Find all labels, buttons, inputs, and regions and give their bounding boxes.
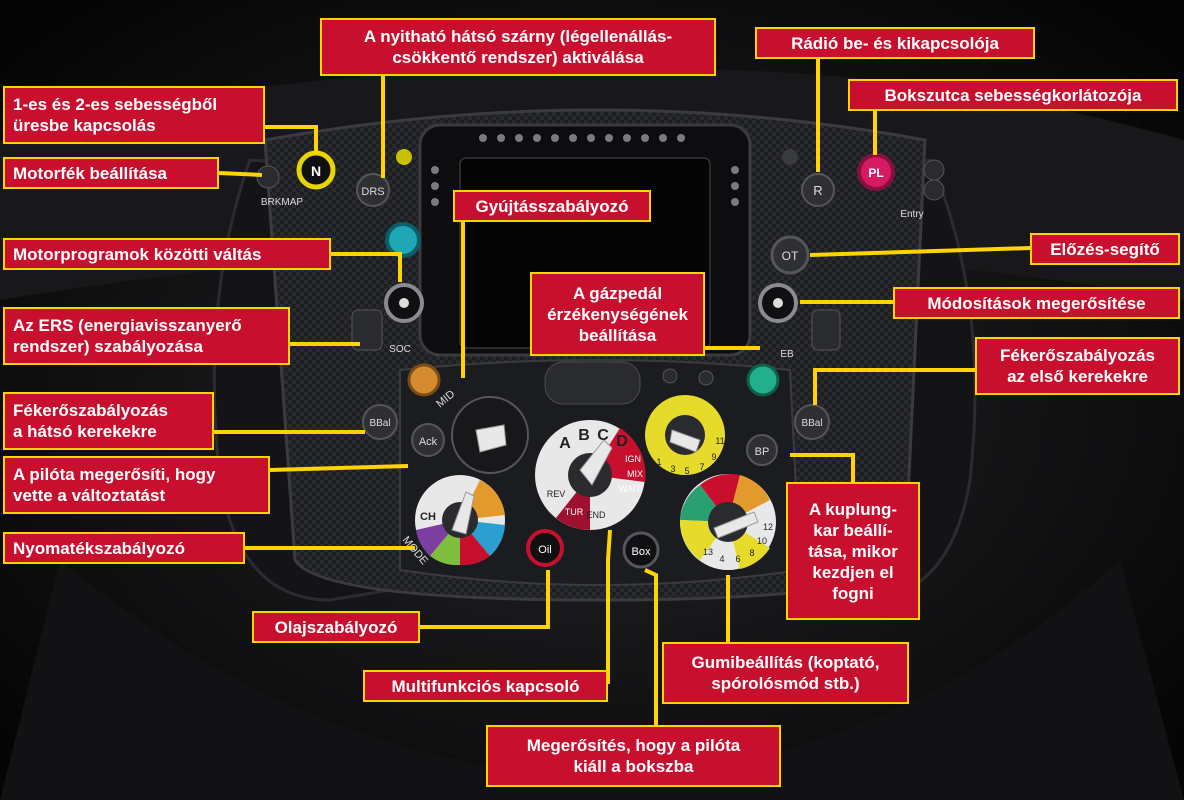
orange-button[interactable] [407,363,441,397]
small-button-2[interactable] [698,370,714,386]
n-button[interactable]: N [296,150,336,190]
svg-text:9: 9 [711,452,716,462]
label-box-confirm: Megerősítés, hogy a pilóta kiáll a boksz… [486,725,781,787]
pl-button[interactable]: PL [857,153,895,191]
soc-rotary[interactable]: SOC [351,309,411,355]
eb-rotary[interactable]: EB [780,309,841,360]
clutch-dial[interactable]: 13 4 6 8 10 12 [679,474,776,570]
svg-text:MIX: MIX [627,469,643,479]
svg-text:11: 11 [715,436,724,446]
confirm-changes-button[interactable] [758,283,798,323]
oil-button[interactable]: Oil [526,529,564,567]
svg-text:B: B [578,427,590,444]
svg-text:3: 3 [670,464,675,474]
svg-text:A: A [559,435,571,452]
svg-text:13: 13 [703,547,713,557]
svg-text:8: 8 [749,548,754,558]
label-throttle: A gázpedál érzékenységének beállítása [530,272,705,356]
svg-text:10: 10 [757,536,767,546]
svg-text:BRKMAP: BRKMAP [261,197,304,208]
label-radio: Rádió be- és kikapcsolója [755,27,1035,59]
center-paddle [544,361,641,405]
torque-dial[interactable]: CH [415,475,505,566]
svg-text:PL: PL [868,166,883,180]
svg-text:SOC: SOC [389,344,411,355]
svg-text:CH: CH [420,511,436,523]
green-button[interactable] [746,363,780,397]
label-neutral: 1-es és 2-es sebességből üresbe kapcsolá… [3,86,265,144]
svg-text:BBal: BBal [801,418,822,429]
svg-text:BBal: BBal [369,418,390,429]
svg-text:DRS: DRS [361,186,384,198]
svg-text:IGN: IGN [625,454,641,464]
label-torque: Nyomatékszabályozó [3,532,245,564]
bp-button[interactable]: BP [746,434,778,466]
small-indicator [782,149,798,165]
shift-leds [431,134,739,206]
svg-text:6: 6 [735,554,740,564]
label-ack: A pilóta megerősíti, hogy vette a változ… [3,456,270,514]
label-front-brake: Fékerőszabályozás az első kerekekre [975,337,1180,395]
svg-text:7: 7 [699,462,704,472]
svg-text:OT: OT [782,249,799,263]
svg-text:REV: REV [547,489,566,499]
svg-text:EB: EB [780,349,794,360]
svg-text:1: 1 [656,457,661,467]
label-ers: Az ERS (energiavisszanyerő rendszer) sza… [3,307,290,365]
label-ignition: Gyújtásszabályozó [453,190,651,222]
cyan-button[interactable] [385,222,421,258]
svg-text:12: 12 [763,522,773,532]
svg-text:END: END [586,510,606,520]
r-button[interactable]: R [801,173,835,207]
label-confirm-changes: Módosítások megerősítése [893,287,1180,319]
svg-text:R: R [813,183,822,198]
cockpit-floor [0,560,1184,800]
engine-mode-button[interactable] [384,283,424,323]
svg-text:Ack: Ack [419,436,438,448]
svg-text:N: N [311,163,321,179]
mid-dial[interactable] [451,396,529,474]
drs-button[interactable]: DRS [356,173,390,207]
ot-button[interactable]: OT [770,235,810,275]
label-tyres: Gumibeállítás (koptató, spórolósmód stb.… [662,642,909,704]
bbal-right-button[interactable]: BBal [794,404,830,440]
bbal-left-button[interactable]: BBal [362,404,398,440]
label-drs: A nyitható hátsó szárny (légellenállás- … [320,18,716,76]
svg-text:5: 5 [684,466,689,476]
label-multifunction: Multifunkciós kapcsoló [363,670,608,702]
svg-text:4: 4 [719,554,724,564]
small-button-1[interactable] [662,368,678,384]
label-engine-modes: Motorprogramok közötti váltás [3,238,331,270]
svg-text:D: D [616,433,628,450]
entry-rotary[interactable]: Entry [900,159,945,220]
svg-text:BP: BP [755,446,770,458]
label-clutch: A kuplung- kar beállí- tása, mikor kezdj… [786,482,920,620]
label-oil: Olajszabályozó [252,611,420,643]
svg-text:C: C [597,427,609,444]
box-button[interactable]: Box [622,531,660,569]
abcd-dial[interactable]: A B C D IGN MIX WAIT REV TUR END [535,420,646,530]
label-pitlimiter: Bokszutca sebességkorlátozója [848,79,1178,111]
yellow-indicator [396,149,412,165]
svg-text:WAIT: WAIT [619,484,642,494]
connector-lines [214,56,1031,725]
label-rear-brake: Fékerőszabályozás a hátsó kerekekre [3,392,214,450]
svg-text:Oil: Oil [538,544,551,556]
label-engine-brake: Motorfék beállítása [3,157,219,189]
svg-text:Box: Box [632,546,651,558]
svg-text:Entry: Entry [900,209,923,220]
yellow-dial[interactable]: 1 3 5 7 9 11 [645,395,725,476]
svg-text:TUR: TUR [565,507,584,517]
label-overtake: Előzés-segítő [1030,233,1180,265]
brkmap-rotary[interactable]: BRKMAP [256,165,304,208]
ack-button[interactable]: Ack [411,423,445,457]
